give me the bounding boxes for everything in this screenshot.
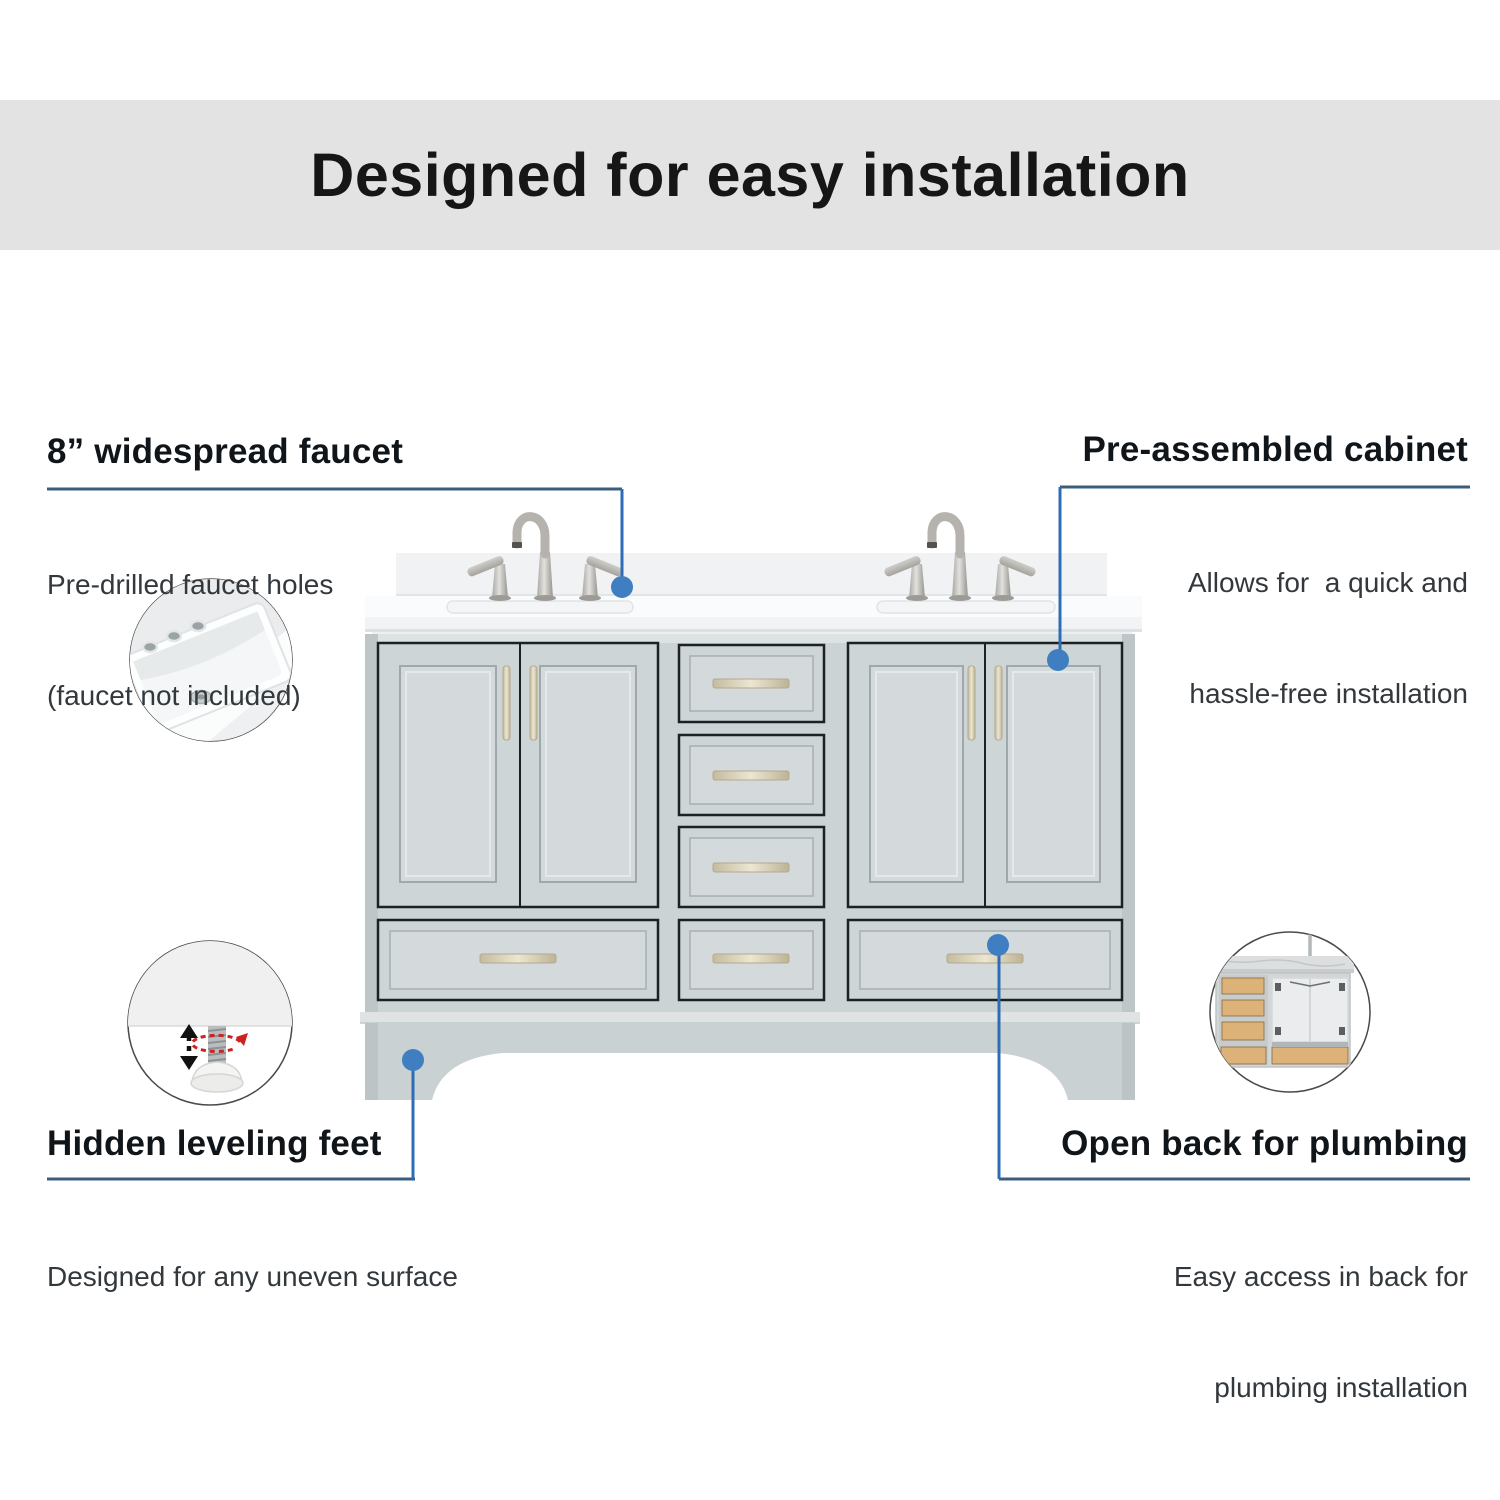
bottom-drawers (376, 918, 1124, 1002)
wooden-drawers (1220, 977, 1349, 1065)
marble-top (1214, 956, 1354, 973)
open-back-detail-icon (1209, 931, 1371, 1093)
hinge (1275, 1027, 1281, 1035)
callout-cabinet-heading: Pre-assembled cabinet (1082, 430, 1468, 469)
threaded-rod (207, 1026, 227, 1072)
callout-plumbing-body: Easy access in back for plumbing install… (1173, 1261, 1468, 1403)
callout-faucet-body: Pre-drilled faucet holes (faucet not inc… (47, 569, 334, 711)
plinth-base (360, 1012, 1140, 1100)
callout-faucet-heading: 8” widespread faucet (47, 432, 404, 471)
callout-cabinet-body: Allows for a quick and hassle-free insta… (1187, 567, 1468, 709)
callout-feet: Hidden leveling feet Designed for any un… (47, 1124, 647, 1369)
callout-plumbing-heading: Open back for plumbing (1061, 1124, 1468, 1163)
title-band: Designed for easy installation (0, 100, 1500, 250)
leveling-foot-detail-icon (127, 940, 293, 1106)
hinge (1339, 983, 1345, 991)
callout-cabinet: Pre-assembled cabinet Allows for a quick… (868, 430, 1468, 786)
hinge (1339, 1027, 1345, 1035)
door-backs (1271, 977, 1349, 1047)
callout-faucet: 8” widespread faucet Pre-drilled faucet … (47, 432, 647, 788)
callout-feet-heading: Hidden leveling feet (47, 1124, 382, 1163)
feet-marker-dot (402, 1049, 424, 1071)
plumbing-marker-dot (987, 934, 1009, 956)
callout-plumbing: Open back for plumbing Easy access in ba… (868, 1124, 1468, 1480)
hinge (1275, 983, 1281, 991)
rotation-arrow-icon (190, 1033, 248, 1053)
page-title: Designed for easy installation (310, 141, 1190, 209)
up-down-arrow-icon (180, 1024, 198, 1070)
foot-pad (190, 1061, 244, 1093)
center-drawers (677, 643, 826, 909)
callout-feet-body: Designed for any uneven surface (47, 1261, 458, 1292)
